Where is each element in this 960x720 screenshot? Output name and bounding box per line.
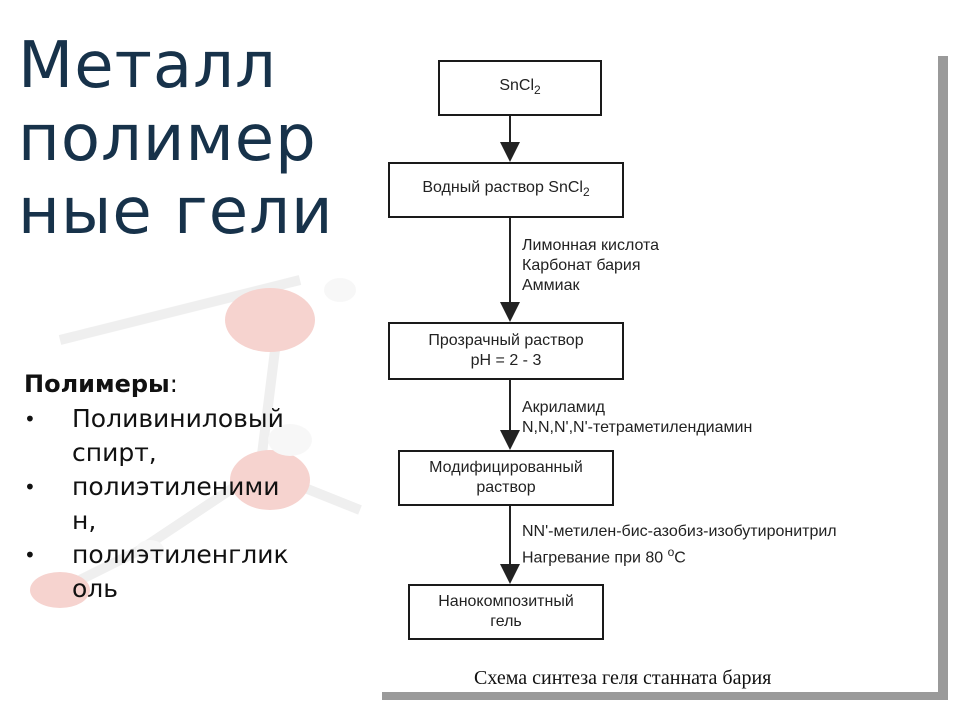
step-text: Водный раствор SnCl2 (422, 178, 590, 200)
polymers-list: • Поливиниловый спирт, • полиэтиленими н… (24, 402, 354, 606)
molecule-background-image (30, 275, 362, 608)
scheme-caption: Схема синтеза геля станната бария (474, 667, 772, 689)
list-item-line: полиэтиленглик (72, 540, 289, 569)
reagent-label: Карбонат бария (522, 257, 641, 274)
step-text: SnCl2 (499, 76, 541, 98)
heating-label: Нагревание при 80 oC (522, 545, 686, 567)
list-item-line: Поливиниловый (72, 404, 284, 433)
bullet-icon: • (24, 543, 36, 567)
step-aqueous-solution: Водный раствор SnCl2 (388, 162, 624, 218)
step-sncl2: SnCl2 (438, 60, 602, 116)
bullet-icon: • (24, 407, 36, 431)
list-item: • полиэтиленглик оль (24, 538, 354, 606)
polymers-heading-colon: : (169, 370, 178, 398)
reagents-group: Акриламид N,N,N',N'-тетраметилендиамин (522, 398, 752, 438)
reagent-label: Аммиак (522, 277, 580, 294)
reagent-label: Акриламид (522, 399, 606, 416)
title-line: Металл (18, 29, 277, 103)
synthesis-scheme: SnCl2 Водный раствор SnCl2 Лимонная кисл… (376, 50, 938, 692)
list-item-line: оль (72, 574, 119, 603)
list-item-line: н, (72, 506, 97, 535)
polymers-section: Полимеры: • Поливиниловый спирт, • полиэ… (24, 366, 354, 606)
slide-title: Металл полимер ные гели (18, 30, 334, 249)
list-item-line: спирт, (72, 438, 157, 467)
reagent-label: Лимонная кислота (522, 237, 660, 254)
title-line: полимер (18, 102, 317, 176)
bullet-icon: • (24, 475, 36, 499)
title-line: ные гели (18, 175, 334, 249)
reagents-group: Лимонная кислота Карбонат бария Аммиак (522, 236, 659, 296)
list-item-line: полиэтиленими (72, 472, 280, 501)
reagent-label: NN'-метилен-бис-азобиз-изобутиронитрил (522, 523, 837, 540)
polymers-heading-text: Полимеры (24, 370, 170, 398)
list-item: • Поливиниловый спирт, (24, 402, 354, 470)
polymers-heading: Полимеры: (24, 366, 354, 402)
list-item: • полиэтиленими н, (24, 470, 354, 538)
reagents-group: NN'-метилен-бис-азобиз-изобутиронитрил Н… (522, 522, 837, 568)
reagent-label: N,N,N',N'-тетраметилендиамин (522, 419, 753, 436)
flow-arrows (500, 116, 520, 584)
